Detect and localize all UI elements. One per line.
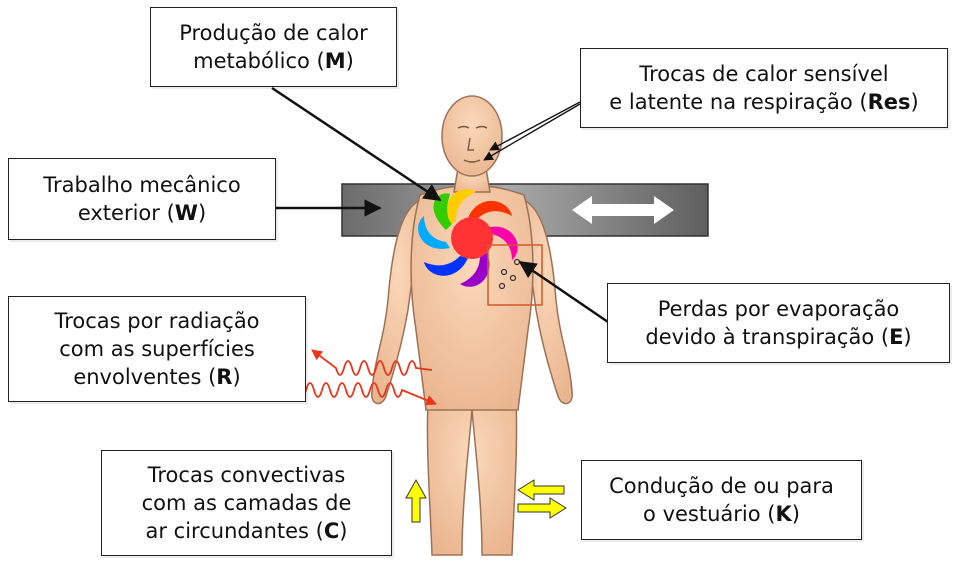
respiration-pointer-2 <box>483 103 581 161</box>
metabolic-pinwheel <box>418 189 518 287</box>
conduction-arrow-right <box>517 497 567 519</box>
face-details <box>457 125 488 163</box>
radiation-label: Trocas por radiação com as superfícies e… <box>8 296 306 402</box>
conduction-symbol: K <box>775 502 792 526</box>
metabolic-line1: Produção de calor <box>179 21 368 45</box>
conduction-label: Condução de ou para o vestuário (K) <box>581 460 862 540</box>
radiation-wave-outgoing <box>311 349 433 376</box>
respiration-line1: Trocas de calor sensível <box>639 62 889 86</box>
evaporation-line1: Perdas por evaporação <box>657 297 900 321</box>
evaporation-pointer <box>518 260 609 324</box>
metabolic-label: Produção de calor metabólico (M) <box>150 7 397 87</box>
evaporation-label: Perdas por evaporação devido à transpira… <box>607 283 950 363</box>
evaporation-highlight-box <box>487 244 543 306</box>
convection-label: Trocas convectivas com as camadas de ar … <box>101 450 392 556</box>
radiation-line1: Trocas por radiação <box>54 309 260 333</box>
evaporation-symbol: E <box>889 325 904 349</box>
work-line1: Trabalho mecânico <box>43 173 241 197</box>
radiation-line2: com as superfícies <box>59 337 255 361</box>
metabolic-pointer <box>271 86 442 202</box>
work-double-arrow <box>572 196 674 224</box>
work-label: Trabalho mecânico exterior (W) <box>8 158 276 240</box>
convection-line1: Trocas convectivas <box>147 463 346 487</box>
heart-circle <box>451 217 493 259</box>
metabolic-symbol: M <box>324 49 346 73</box>
convection-up-arrow <box>405 478 427 523</box>
conduction-arrow-left <box>517 479 565 501</box>
respiration-label: Trocas de calor sensível e latente na re… <box>580 48 948 128</box>
convection-symbol: C <box>323 519 340 543</box>
respiration-symbol: Res <box>867 90 911 114</box>
work-symbol: W <box>174 201 198 225</box>
convection-line2: com as camadas de <box>141 491 352 515</box>
sweat-drops <box>498 258 521 290</box>
conduction-line1: Condução de ou para <box>609 474 834 498</box>
radiation-symbol: R <box>216 365 233 389</box>
respiration-pointer-1 <box>489 101 581 151</box>
